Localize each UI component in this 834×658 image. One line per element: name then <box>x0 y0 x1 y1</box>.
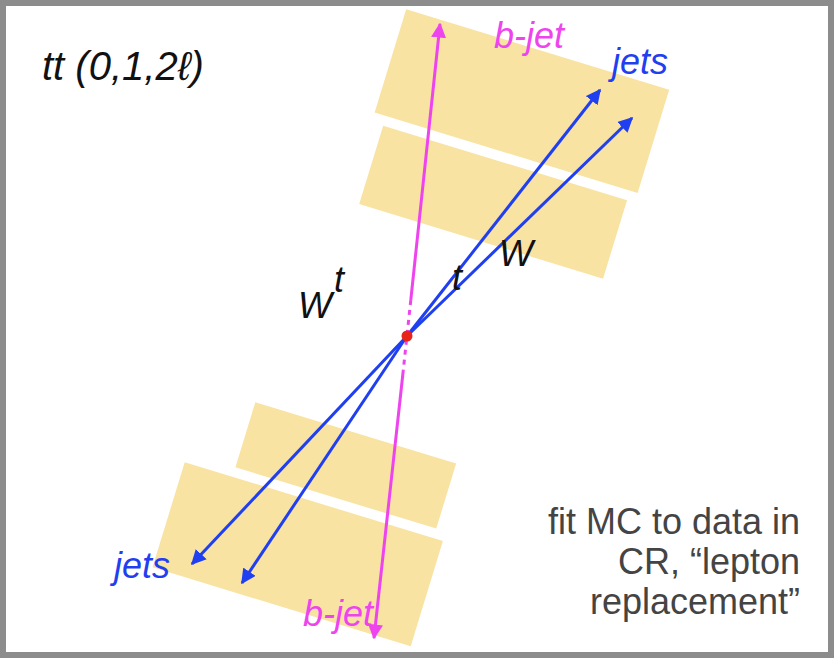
diagram-title: tt (0,1,2ℓ) <box>42 44 204 88</box>
calorimeter-block <box>359 126 627 279</box>
jet-label: jets <box>114 546 170 586</box>
boson-label: W <box>298 286 332 326</box>
interaction-vertex <box>402 331 413 342</box>
quark-label: t <box>334 260 344 300</box>
b-jet-label: b-jet <box>303 594 373 634</box>
boson-label: W <box>499 234 533 274</box>
caption-note: fit MC to data in CR, “lepton replacemen… <box>542 502 800 622</box>
b-jet-label: b-jet <box>494 16 564 56</box>
calorimeter-block <box>153 462 443 646</box>
b-jet-line <box>374 24 440 638</box>
calorimeter-blocks <box>348 9 669 281</box>
jet-label: jets <box>612 42 668 82</box>
calorimeter-blocks <box>153 388 466 647</box>
quark-label: t <box>452 258 462 298</box>
